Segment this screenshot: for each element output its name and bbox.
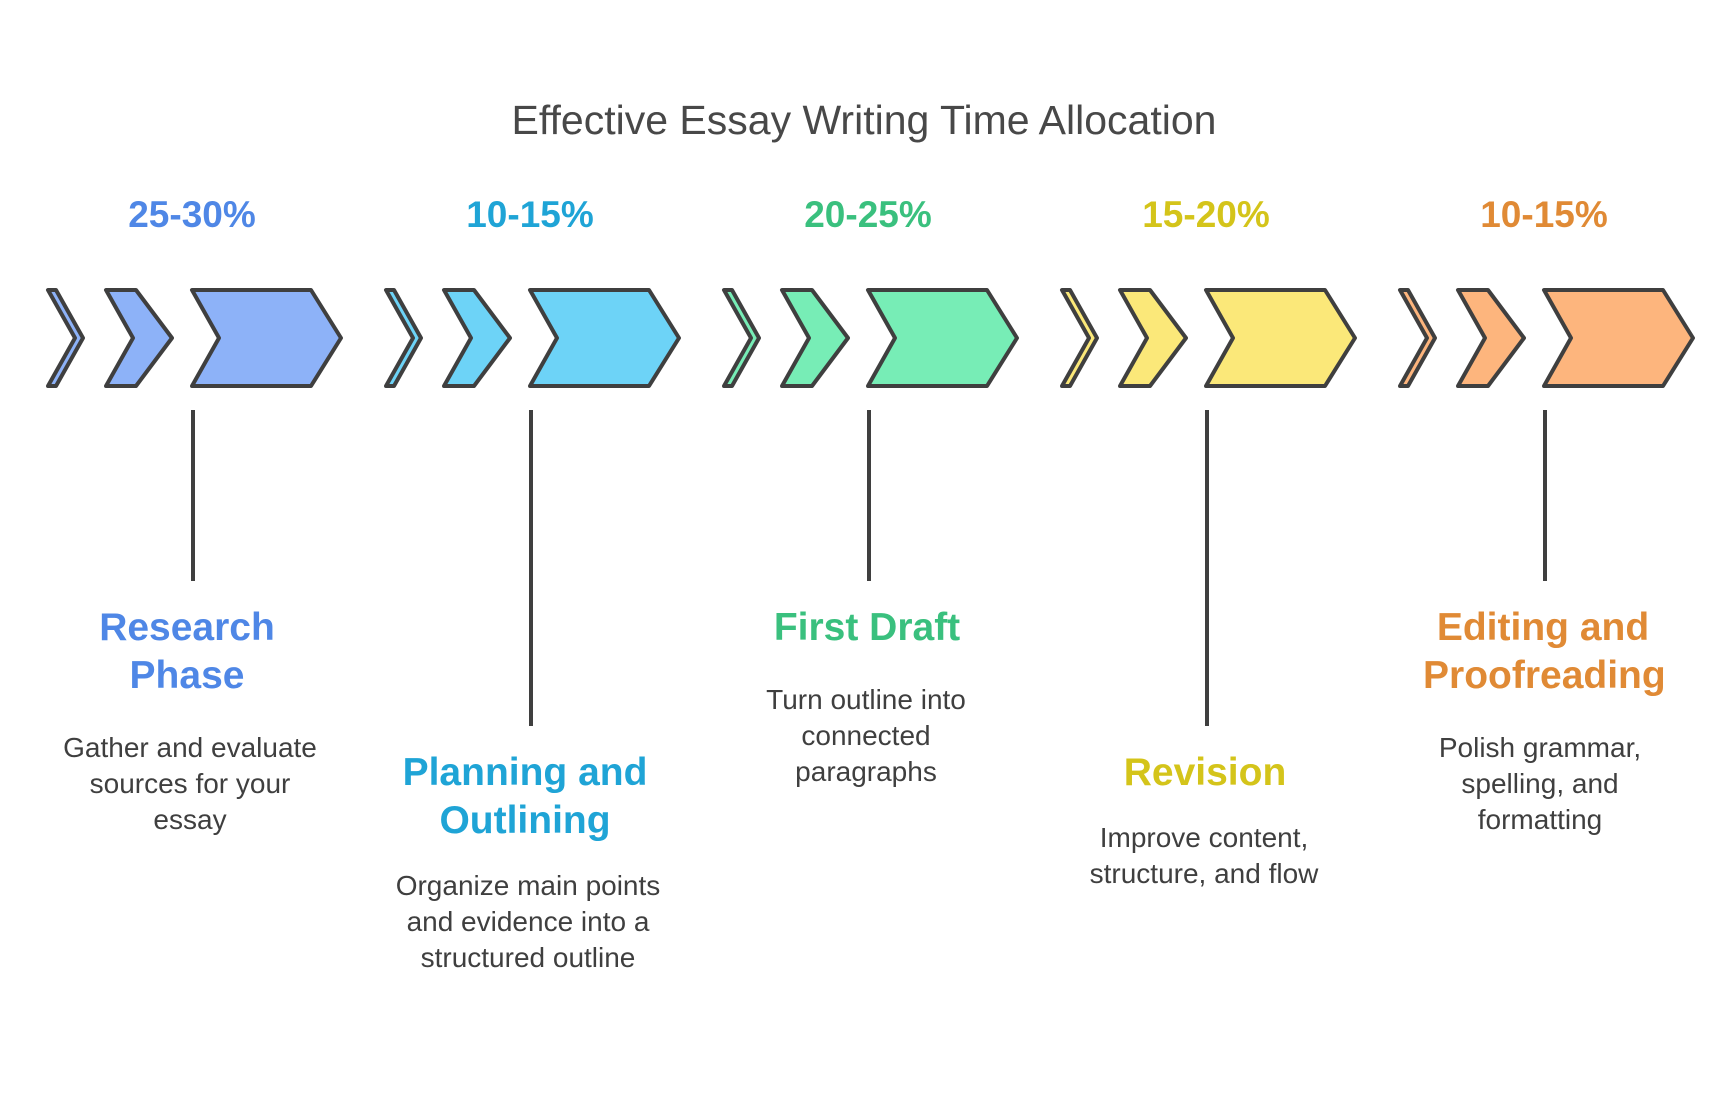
phase-3-percent: 20-25% — [804, 194, 932, 235]
phase-1-percent: 25-30% — [128, 194, 256, 235]
phase-4-description: Improve content, structure, and flow — [1089, 822, 1319, 889]
phase-2-chevron-2 — [442, 288, 512, 388]
phase-1-chevron-2 — [104, 288, 174, 388]
phase-1-connector — [191, 410, 195, 581]
phase-4-chevron-group — [1060, 288, 1357, 388]
phase-3-description: Turn outline into connected paragraphs — [766, 684, 966, 787]
phase-2-label: Planning and Outlining — [402, 751, 648, 842]
phase-4-label: Revision — [1123, 751, 1287, 794]
phase-2-chevron-3 — [528, 288, 681, 388]
phase-3-chevron-3 — [866, 288, 1019, 388]
chevron-arrows — [46, 288, 1695, 388]
phase-2-percent: 10-15% — [466, 194, 594, 235]
phase-5-percent: 10-15% — [1480, 194, 1608, 235]
phase-1-description: Gather and evaluate sources for your ess… — [63, 732, 317, 835]
diagram-title: Effective Essay Writing Time Allocation — [511, 97, 1217, 143]
phase-2-chevron-group — [384, 288, 681, 388]
phase-3-label: First Draft — [773, 606, 961, 649]
phase-5-chevron-group — [1398, 288, 1695, 388]
phase-5-connector — [1543, 410, 1547, 581]
phase-3-connector — [867, 410, 871, 581]
phase-4-chevron-2 — [1118, 288, 1188, 388]
phase-5-chevron-1 — [1398, 288, 1437, 388]
phase-3-chevron-group — [722, 288, 1019, 388]
phase-5-chevron-3 — [1542, 288, 1695, 388]
phase-1-chevron-group — [46, 288, 343, 388]
phase-5-chevron-2 — [1456, 288, 1526, 388]
phase-4-chevron-1 — [1060, 288, 1099, 388]
phase-4-connector — [1205, 410, 1209, 726]
phase-4-percent: 15-20% — [1142, 194, 1270, 235]
phase-2-chevron-1 — [384, 288, 423, 388]
phase-1-chevron-1 — [46, 288, 85, 388]
phase-2-description: Organize main points and evidence into a… — [395, 870, 661, 973]
phase-3-chevron-2 — [780, 288, 850, 388]
phase-3-chevron-1 — [722, 288, 761, 388]
phase-1-chevron-3 — [190, 288, 343, 388]
phase-5-description: Polish grammar, spelling, and formatting — [1438, 732, 1642, 835]
phase-5-label: Editing and Proofreading — [1423, 606, 1666, 697]
phase-4-chevron-3 — [1204, 288, 1357, 388]
phase-1-label: Research Phase — [99, 606, 275, 697]
phase-2-connector — [529, 410, 533, 726]
